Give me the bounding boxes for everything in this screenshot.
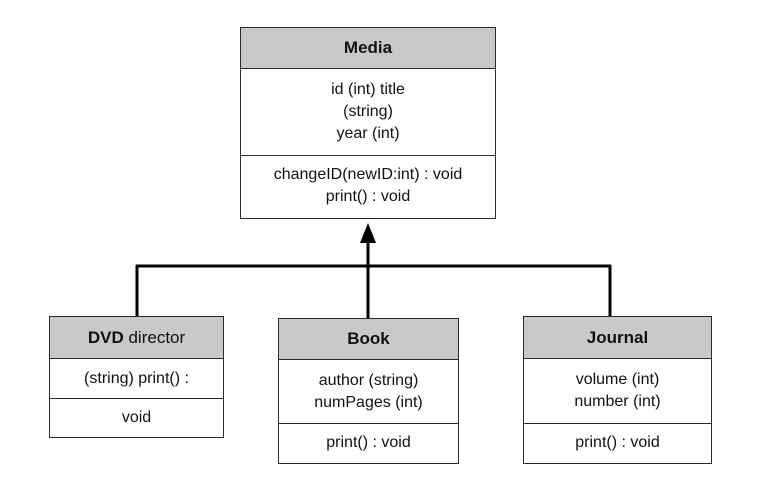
class-journal-methods: print() : void xyxy=(524,424,711,462)
class-media-method: changeID(newID:int) : void xyxy=(273,166,463,183)
class-dvd-title-suffix: director xyxy=(128,327,186,347)
class-journal-method: print() : void xyxy=(575,434,660,451)
class-book-name: Book xyxy=(279,319,458,360)
class-journal: Journal volume (int) number (int) print(… xyxy=(523,316,712,464)
class-book-method: print() : void xyxy=(326,434,411,451)
class-media-name: Media xyxy=(241,28,495,69)
class-media-attributes: id (int) title (string) year (int) xyxy=(241,69,495,156)
class-media-attribute: (string) xyxy=(343,103,393,120)
class-media-attribute: id (int) title xyxy=(331,81,405,98)
inheritance-arrowhead xyxy=(360,223,376,243)
class-journal-attribute: number (int) xyxy=(574,393,661,410)
class-dvd: DVD director (string) print() : void xyxy=(49,316,224,438)
class-media-methods: changeID(newID:int) : void print() : voi… xyxy=(241,156,495,216)
class-dvd-method: void xyxy=(121,408,152,426)
class-journal-attribute: volume (int) xyxy=(575,371,660,388)
class-book-attribute: author (string) xyxy=(318,371,419,389)
class-dvd-attributes: (string) print() : xyxy=(50,359,223,399)
class-book-attributes: author (string) numPages (int) xyxy=(279,360,458,424)
class-book: Book author (string) numPages (int) prin… xyxy=(278,318,459,464)
class-book-methods: print() : void xyxy=(279,424,458,462)
class-dvd-methods: void xyxy=(50,399,223,436)
class-media-title: Media xyxy=(343,38,393,57)
class-dvd-name: DVD director xyxy=(50,317,223,359)
class-book-attribute: numPages (int) xyxy=(314,393,423,411)
class-journal-title: Journal xyxy=(586,327,649,347)
class-media: Media id (int) title (string) year (int)… xyxy=(240,27,496,219)
class-dvd-attribute: (string) print() : xyxy=(84,369,189,387)
class-dvd-title: DVD xyxy=(87,327,124,347)
class-media-method: print() : void xyxy=(325,188,411,205)
class-media-attribute: year (int) xyxy=(336,125,400,142)
class-book-title: Book xyxy=(347,329,390,348)
class-journal-attributes: volume (int) number (int) xyxy=(524,359,711,424)
class-journal-name: Journal xyxy=(524,317,711,359)
